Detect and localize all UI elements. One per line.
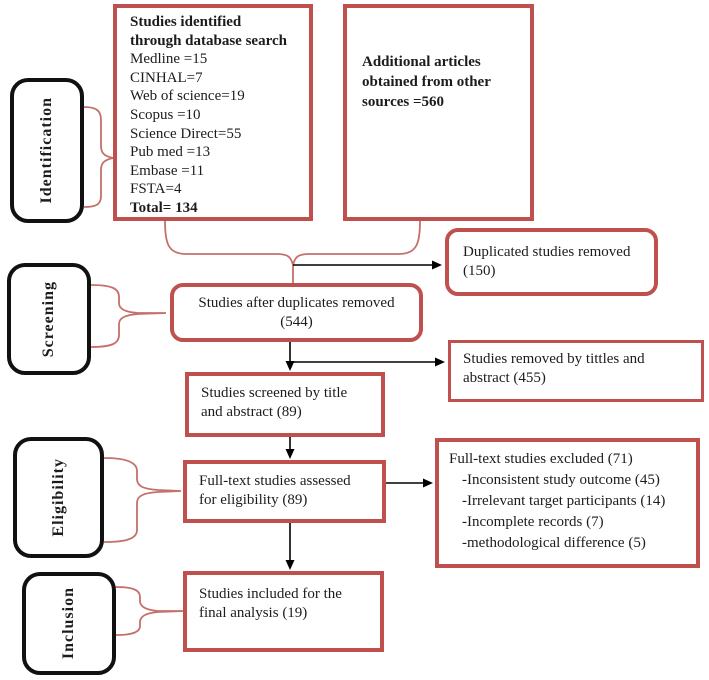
box-database-search: Studies identified through database sear… [113, 4, 313, 221]
box-additional-articles: Additional articles obtained from other … [343, 4, 534, 221]
excluded-reason-methodological: -methodological difference (5) [462, 535, 646, 551]
database-search-title-line1: Studies identified [130, 14, 242, 30]
stage-label-inclusion-text: Inclusion [60, 587, 77, 660]
duplicates-removed-text: Duplicated studies removed (150) [463, 244, 631, 279]
stage-label-eligibility: Eligibility [13, 437, 104, 558]
database-source-embase: Embase =11 [130, 162, 205, 179]
fulltext-assessed-text: Full-text studies assessed for eligibili… [199, 473, 351, 508]
brace-screening [90, 284, 167, 348]
box-fulltext-assessed: Full-text studies assessed for eligibili… [183, 460, 386, 523]
excluded-reason-irrelevant: -Irrelevant target participants (14) [462, 493, 666, 509]
box-fulltext-excluded: Full-text studies excluded (71) -Inconsi… [435, 438, 700, 568]
box-removed-by-titles: Studies removed by tittles and abstract … [448, 340, 704, 402]
stage-label-eligibility-text: Eligibility [49, 458, 67, 537]
box-after-duplicates: Studies after duplicates removed (544) [170, 283, 423, 342]
box-duplicates-removed: Duplicated studies removed (150) [445, 228, 658, 296]
database-source-web-of-science: Web of science=19 [130, 88, 245, 105]
brace-merge-top-boxes [164, 220, 421, 266]
database-source-science-direct: Science Direct=55 [130, 125, 242, 142]
excluded-reason-incomplete: -Incomplete records (7) [462, 514, 604, 530]
fulltext-excluded-title: Full-text studies excluded (71) [449, 451, 633, 467]
box-screened: Studies screened by title and abstract (… [185, 372, 385, 437]
stage-label-identification-text: Identification [38, 97, 55, 204]
included-text: Studies included for the final analysis … [199, 586, 342, 621]
database-source-cinhal: CINHAL=7 [130, 69, 203, 86]
stage-label-screening-text: Screening [40, 280, 57, 358]
after-duplicates-line2: (544) [280, 313, 313, 330]
additional-articles-text: Additional articles obtained from other … [362, 54, 491, 110]
database-source-medline: Medline =15 [130, 51, 208, 68]
box-included: Studies included for the final analysis … [183, 571, 384, 652]
database-source-scopus: Scopus =10 [130, 106, 201, 123]
brace-identification [83, 106, 114, 208]
database-search-title-line2: through database search [130, 32, 287, 49]
removed-by-titles-text: Studies removed by tittles and abstract … [463, 351, 645, 386]
after-duplicates-line1: Studies after duplicates removed [198, 294, 395, 311]
screened-text: Studies screened by title and abstract (… [201, 385, 348, 420]
database-source-pubmed: Pub med =13 [130, 144, 211, 161]
database-search-total: Total= 134 [130, 199, 198, 216]
brace-eligibility [103, 457, 182, 543]
excluded-reason-inconsistent: -Inconsistent study outcome (45) [462, 472, 660, 488]
stage-label-identification: Identification [10, 78, 84, 223]
stage-label-inclusion: Inclusion [22, 572, 116, 675]
database-source-fsta: FSTA=4 [130, 181, 182, 198]
brace-inclusion [115, 586, 185, 636]
stage-label-screening: Screening [7, 263, 91, 375]
